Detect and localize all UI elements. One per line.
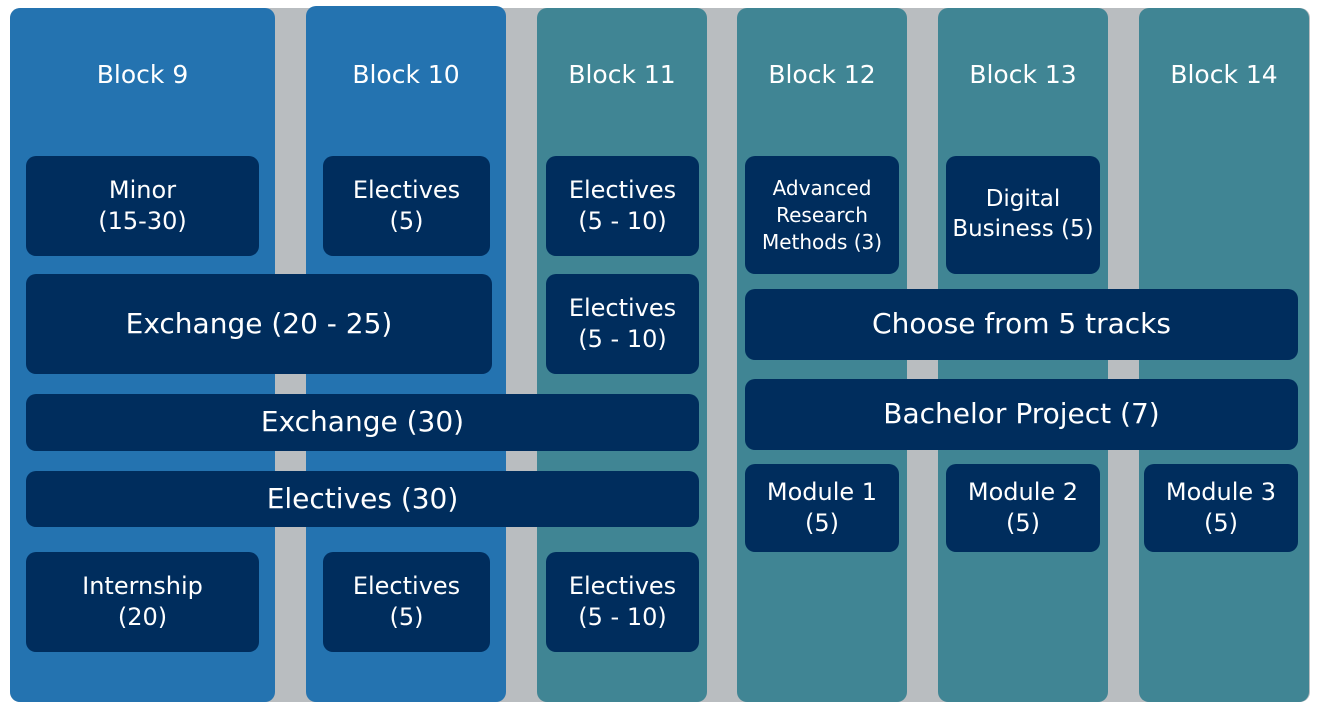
electives-block11-bottom: Electives (5 - 10) xyxy=(546,552,699,652)
module-1: Module 1 (5) xyxy=(745,464,899,552)
module-1-label: Module 1 (5) xyxy=(766,477,878,537)
module-2: Module 2 (5) xyxy=(946,464,1100,552)
module-2-label: Module 2 (5) xyxy=(967,477,1079,537)
electives-block10-bottom-label: Electives (5) xyxy=(352,571,461,631)
bachelor-project-label: Bachelor Project (7) xyxy=(883,397,1160,431)
exchange-30-label: Exchange (30) xyxy=(260,405,465,439)
advanced-research-methods-label: Advanced Research Methods (3) xyxy=(761,175,883,254)
electives-block10-top: Electives (5) xyxy=(323,156,490,256)
electives-30-module: Electives (30) xyxy=(26,471,699,527)
digital-business-label: Digital Business (5) xyxy=(952,186,1094,242)
block-13-title: Block 13 xyxy=(969,60,1077,89)
exchange-20-25-label: Exchange (20 - 25) xyxy=(125,306,393,340)
electives-block11-mid: Electives (5 - 10) xyxy=(546,274,699,374)
electives-block11-mid-label: Electives (5 - 10) xyxy=(568,293,677,353)
module-3-label: Module 3 (5) xyxy=(1165,477,1277,537)
block-12-title: Block 12 xyxy=(768,60,876,89)
electives-block10-bottom: Electives (5) xyxy=(323,552,490,652)
block-14-title: Block 14 xyxy=(1170,60,1278,89)
digital-business-module: Digital Business (5) xyxy=(946,156,1100,274)
bachelor-project-module: Bachelor Project (7) xyxy=(745,379,1298,450)
minor-module-label: Minor (15-30) xyxy=(98,175,187,235)
choose-tracks-module: Choose from 5 tracks xyxy=(745,289,1298,360)
module-3: Module 3 (5) xyxy=(1144,464,1298,552)
electives-30-label: Electives (30) xyxy=(266,481,459,515)
electives-block11-top: Electives (5 - 10) xyxy=(546,156,699,256)
exchange-20-25-module: Exchange (20 - 25) xyxy=(26,274,492,374)
block-9-title: Block 9 xyxy=(96,60,189,89)
block-10-title: Block 10 xyxy=(352,60,460,89)
electives-block10-top-label: Electives (5) xyxy=(352,175,461,235)
choose-tracks-label: Choose from 5 tracks xyxy=(872,307,1171,341)
internship-module: Internship (20) xyxy=(26,552,259,652)
advanced-research-methods-module: Advanced Research Methods (3) xyxy=(745,156,899,274)
electives-block11-bottom-label: Electives (5 - 10) xyxy=(568,571,677,631)
block-11-title: Block 11 xyxy=(568,60,676,89)
exchange-30-module: Exchange (30) xyxy=(26,394,699,451)
internship-label: Internship (20) xyxy=(82,571,203,631)
electives-block11-top-label: Electives (5 - 10) xyxy=(568,175,677,235)
minor-module: Minor (15-30) xyxy=(26,156,259,256)
